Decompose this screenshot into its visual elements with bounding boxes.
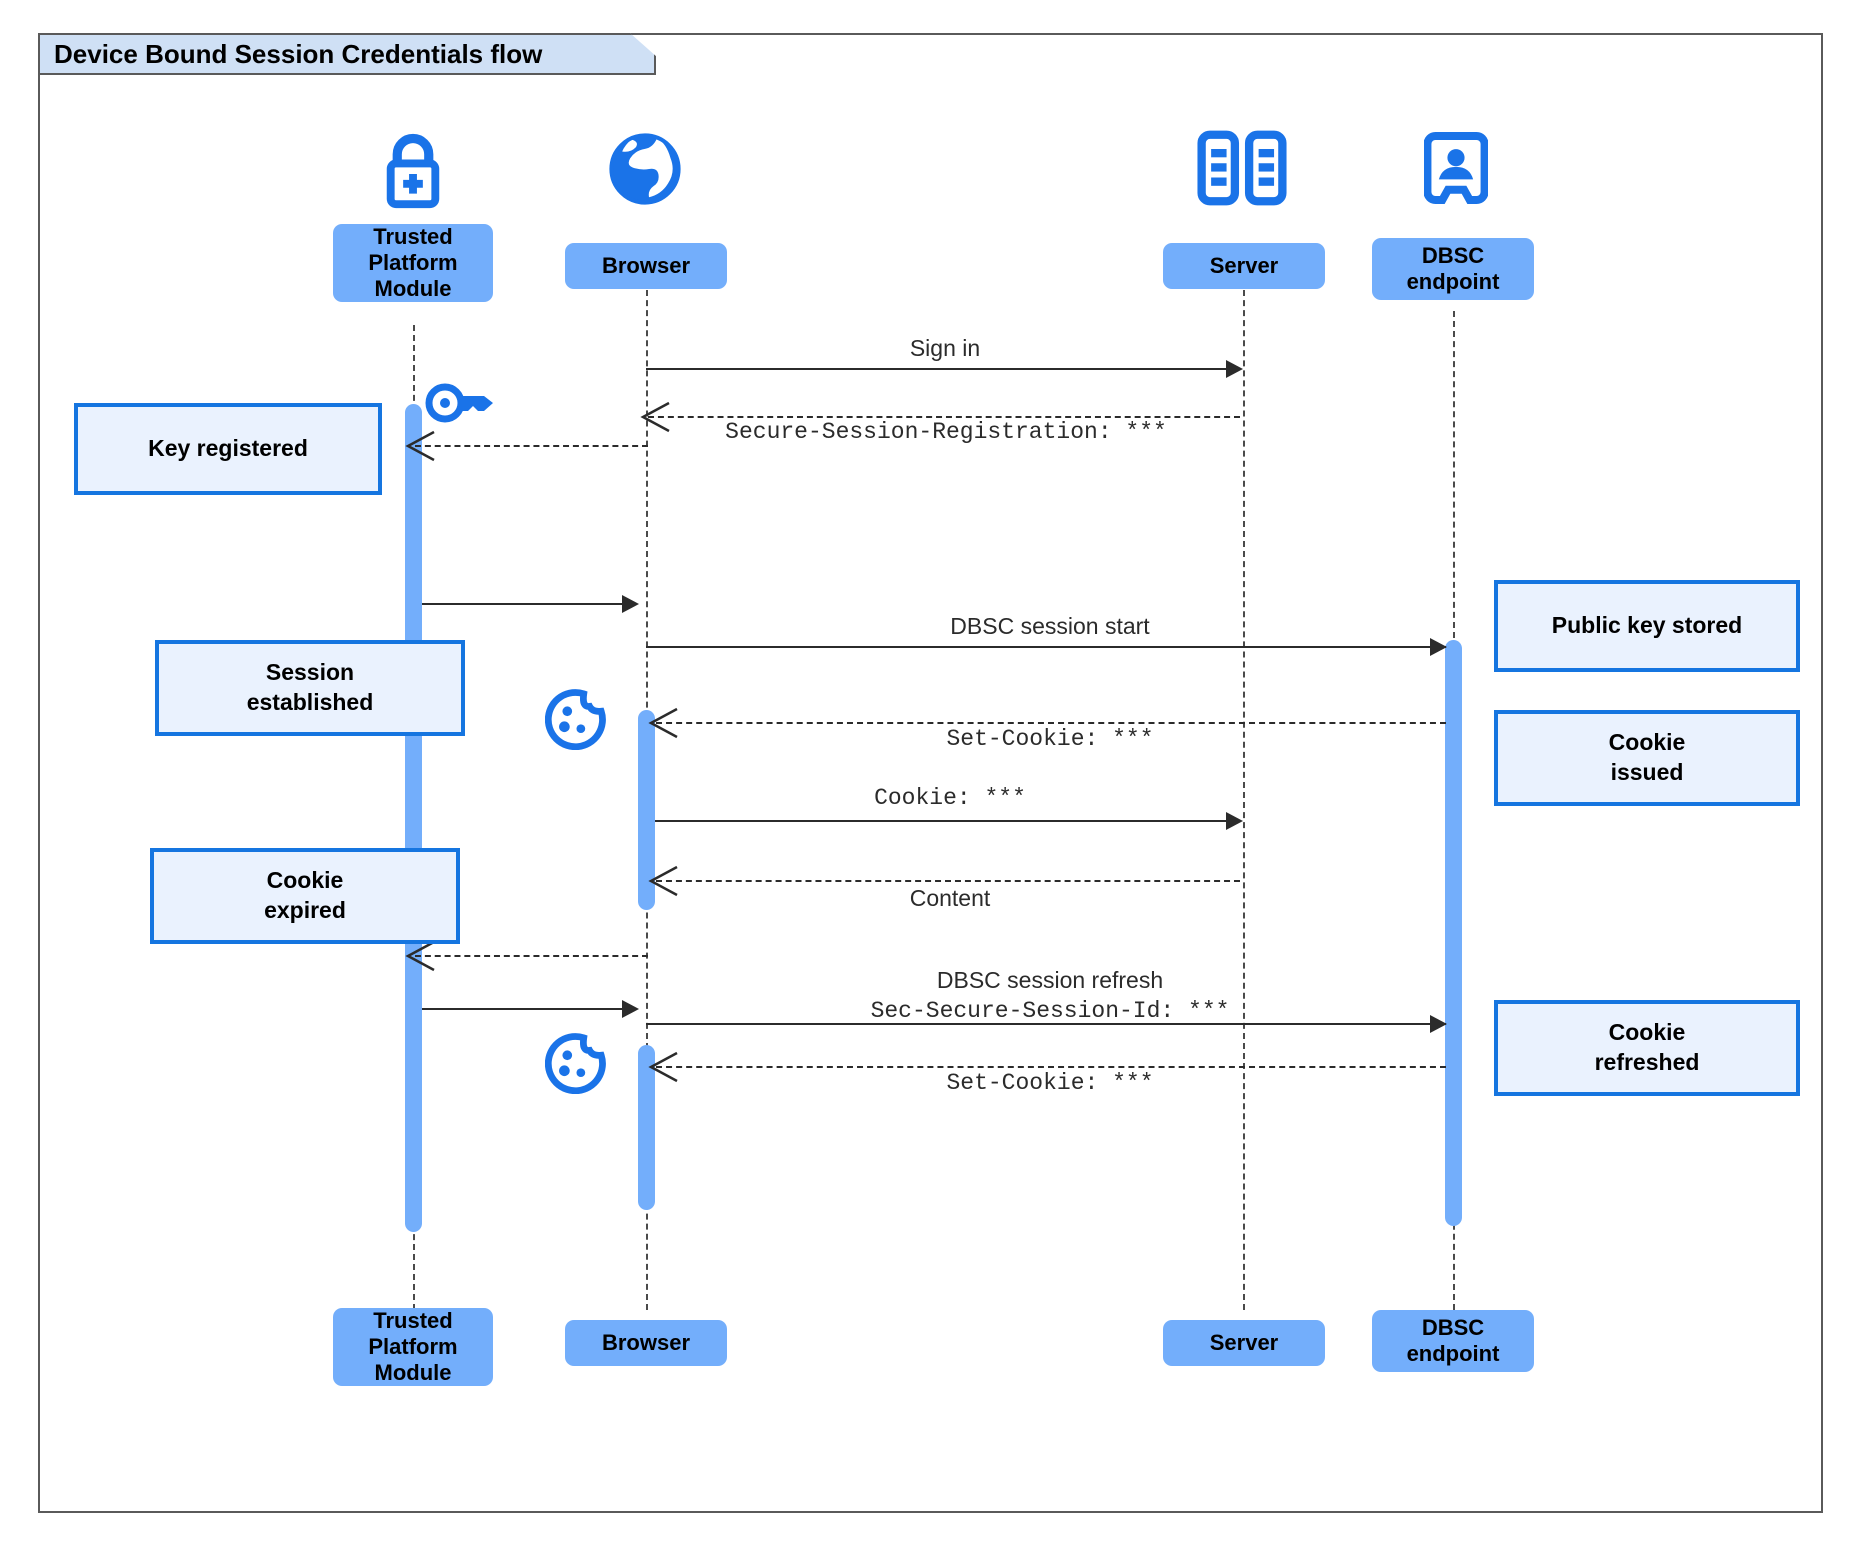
note-cookie-issued: Cookie issued [1494,710,1800,806]
message-arrowhead-tpm-to-browser-attestation [622,595,639,613]
activation-tpm [405,404,422,1232]
message-label-sign-in: Sign in [909,335,981,361]
message-line-sign-in [646,368,1240,370]
message-arrowhead-cookie-request [1226,812,1243,830]
message-line-cookie-expired-to-tpm [415,955,648,957]
server-rack-icon [1194,130,1290,211]
message-line-set-cookie-1 [656,722,1446,724]
activation-browser-1 [638,710,655,910]
participant-dbsc-top[interactable]: DBSC endpoint [1372,238,1534,300]
participant-tpm-top[interactable]: Trusted Platform Module [333,224,493,302]
message-label-content: Content [909,885,991,911]
message-label-dbsc-session-refresh: DBSC session refresh [936,967,1164,993]
lock-plus-icon [371,128,455,217]
note-public-key-stored: Public key stored [1494,580,1800,672]
message-line-set-cookie-2 [656,1066,1446,1068]
message-line-cookie-request [655,820,1240,822]
note-cookie-expired: Cookie expired [150,848,460,944]
message-arrowhead-sign-in [1226,360,1243,378]
activation-browser-2 [638,1045,655,1210]
message-line-dbsc-session-start [646,646,1446,648]
globe-icon [602,126,688,217]
note-session-established: Session established [155,640,465,736]
participant-browser-top[interactable]: Browser [565,243,727,289]
message-line-dbsc-session-refresh [646,1023,1446,1025]
message-label-set-cookie-2: Set-Cookie: *** [946,1070,1154,1096]
participant-server-top[interactable]: Server [1163,243,1325,289]
participant-tpm-bottom[interactable]: Trusted Platform Module [333,1308,493,1386]
message-label-set-cookie-1: Set-Cookie: *** [946,726,1154,752]
cookie-icon [544,1032,607,1099]
key-icon [424,378,496,433]
message-line-tpm-to-browser-refresh [422,1008,634,1010]
id-badge-icon [1423,130,1489,211]
message-arrowhead-dbsc-session-refresh [1430,1015,1447,1033]
note-cookie-refreshed: Cookie refreshed [1494,1000,1800,1096]
message-label-sec-secure-session-id: Sec-Secure-Session-Id: *** [870,998,1230,1024]
frame-title: Device Bound Session Credentials flow [38,33,656,75]
participant-server-bottom[interactable]: Server [1163,1320,1325,1366]
participant-dbsc-bottom[interactable]: DBSC endpoint [1372,1310,1534,1372]
message-line-content [656,880,1240,882]
message-line-secure-session-registration [648,416,1240,418]
activation-dbsc [1445,640,1462,1226]
message-line-tpm-to-browser-attestation [422,603,634,605]
note-key-registered: Key registered [74,403,382,495]
message-label-dbsc-session-start: DBSC session start [950,613,1150,639]
participant-browser-bottom[interactable]: Browser [565,1320,727,1366]
cookie-icon [544,688,607,755]
lifeline-server [1243,280,1245,1310]
message-line-key-registration-to-tpm [415,445,648,447]
message-label-cookie-request: Cookie: *** [874,785,1026,811]
message-arrowhead-dbsc-session-start [1430,638,1447,656]
message-label-secure-session-registration: Secure-Session-Registration: *** [725,419,1167,445]
message-arrowhead-tpm-to-browser-refresh [622,1000,639,1018]
